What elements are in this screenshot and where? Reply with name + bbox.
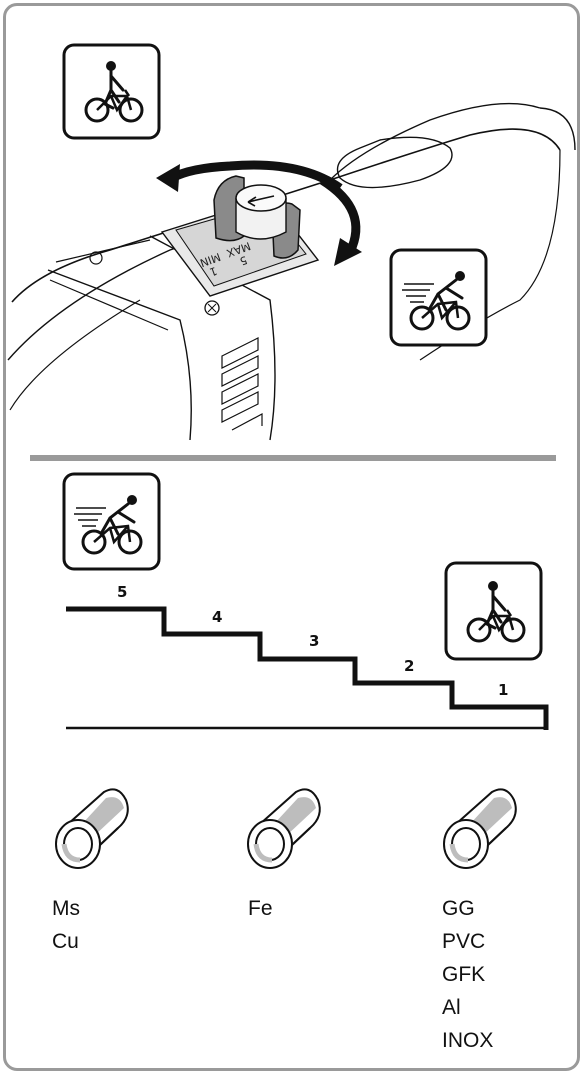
step-5-label: 5 <box>117 583 127 601</box>
material-label: GG <box>442 897 475 920</box>
material-label: GFK <box>442 963 485 986</box>
dial-max-num: 5 <box>238 253 249 268</box>
speed-staircase <box>66 606 549 730</box>
material-label: Ms <box>52 897 80 920</box>
material-group-1: Ms Cu <box>52 897 80 953</box>
step-2-label: 2 <box>404 657 414 675</box>
pipe-icon <box>56 789 128 868</box>
material-group-3: GG PVC GFK Al INOX <box>442 897 493 1052</box>
cyclist-fast-icon <box>62 472 161 571</box>
cyclist-slow-icon <box>62 43 161 140</box>
material-label: INOX <box>442 1029 493 1052</box>
step-4-label: 4 <box>212 608 222 626</box>
material-label: PVC <box>442 930 485 953</box>
tool-illustration <box>7 102 576 441</box>
cyclist-fast-icon <box>389 248 488 347</box>
material-label: Cu <box>52 930 79 953</box>
material-group-2: Fe <box>248 897 273 920</box>
pipe-icon <box>444 789 516 868</box>
material-label: Al <box>442 996 461 1019</box>
dial-min-num: 1 <box>208 264 219 279</box>
material-label: Fe <box>248 897 273 920</box>
cyclist-slow-icon <box>444 561 543 661</box>
pipe-icon <box>248 789 320 868</box>
step-3-label: 3 <box>309 632 319 650</box>
step-1-label: 1 <box>498 681 508 699</box>
